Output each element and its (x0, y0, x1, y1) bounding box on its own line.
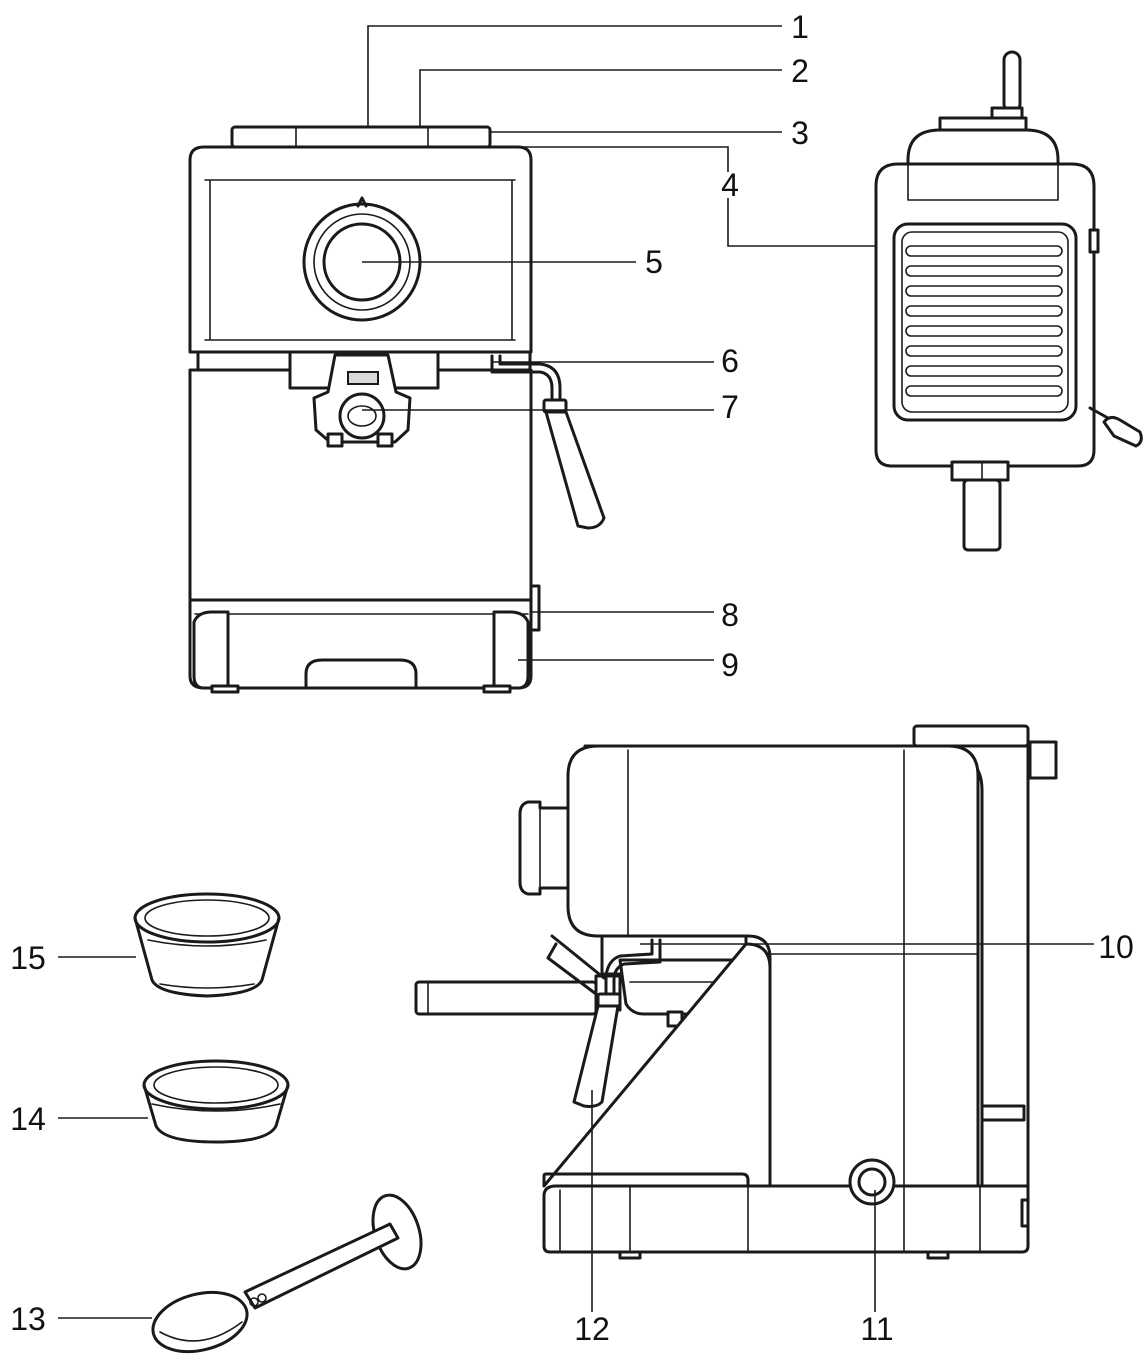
back-view (874, 50, 1143, 552)
callout-7: 7 (721, 389, 739, 425)
callout-4: 4 (721, 167, 739, 203)
side-power-button-inner (857, 1167, 887, 1197)
front-upper-body (188, 145, 533, 354)
callout-13: 13 (10, 1301, 46, 1337)
back-steam-wand (1102, 415, 1143, 448)
back-vent-grille (892, 222, 1078, 422)
front-portafilter-nozzle (338, 392, 386, 440)
side-tank-lid (912, 724, 1030, 748)
front-view (188, 125, 606, 694)
leader-2 (419, 69, 782, 127)
callout-labels: 1 2 3 4 5 6 7 8 9 10 11 12 13 14 15 (10, 9, 1134, 1347)
measuring-spoon-tamper (151, 1193, 423, 1354)
callout-12: 12 (574, 1311, 610, 1347)
filter-basket-single (142, 1059, 290, 1144)
callout-9: 9 (721, 647, 739, 683)
front-drip-tray-grip (304, 658, 418, 690)
side-lower-body (542, 942, 772, 1188)
callout-6: 6 (721, 343, 739, 379)
filter-basket-double (133, 892, 281, 998)
side-steam-wand-handle (572, 1004, 620, 1108)
leader-1 (367, 25, 782, 127)
leader-4 (520, 146, 876, 247)
callout-14: 14 (10, 1101, 46, 1137)
callout-8: 8 (721, 597, 739, 633)
side-steam-wand-pipe (604, 938, 654, 998)
side-view (414, 724, 1058, 1260)
side-base (542, 1184, 1030, 1254)
front-upper-inner (204, 179, 516, 341)
side-control-knob (518, 800, 570, 896)
callout-10: 10 (1098, 929, 1134, 965)
callout-2: 2 (791, 53, 809, 89)
callout-15: 15 (10, 940, 46, 976)
callout-5: 5 (645, 244, 663, 280)
callout-3: 3 (791, 115, 809, 151)
front-steam-wand-handle (544, 410, 606, 530)
side-portafilter-handle (414, 980, 598, 1016)
front-steam-wand-pipe (490, 354, 554, 404)
front-lid (230, 125, 492, 149)
callout-11: 11 (860, 1311, 893, 1347)
callout-1: 1 (791, 9, 809, 45)
leader-lines (58, 25, 1094, 1319)
side-steam-valve-lever (546, 942, 598, 996)
